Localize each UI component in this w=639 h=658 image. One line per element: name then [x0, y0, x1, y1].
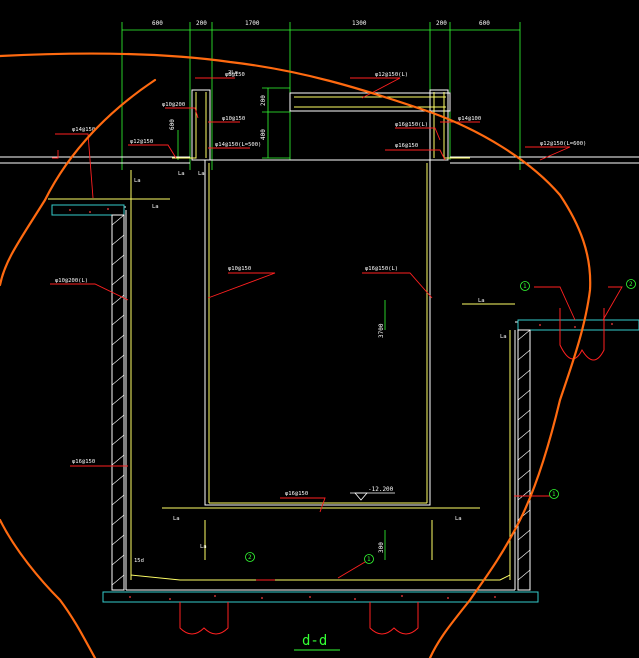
- rebar-label: φ10@150: [228, 266, 251, 272]
- dimension-label: 3700: [378, 323, 385, 338]
- anchor-label: La: [200, 544, 207, 550]
- rebar-label: φ14@150: [72, 127, 95, 133]
- circle-markers: [245, 279, 636, 564]
- rebar-label: φ8@150: [225, 72, 245, 78]
- dimension-label: 200: [196, 20, 207, 27]
- anchor-label: La: [173, 516, 180, 522]
- anchor-label: La: [134, 178, 141, 184]
- elevation-label: -12.200: [368, 486, 394, 493]
- concrete-elements: [51, 204, 639, 603]
- leader-lines: [50, 77, 623, 581]
- rebar-label: φ12@150: [130, 139, 153, 145]
- section-title: d-d: [294, 633, 340, 651]
- circle-marker-label: 1: [367, 556, 371, 563]
- dimension-label: 600: [152, 20, 163, 27]
- anchor-label: 15d: [134, 558, 144, 564]
- anchor-labels: La La La La La La La La La 15d 2La: [134, 70, 507, 564]
- rebar-labels: φ14@150 φ12@150 φ8@150 φ10@200 φ10@150 φ…: [55, 72, 586, 497]
- circle-marker-label: 2: [629, 281, 633, 288]
- rebar-label: φ16@150: [395, 143, 418, 149]
- rebar-label: φ14@100: [458, 116, 481, 122]
- anchor-label: La: [152, 204, 159, 210]
- circle-marker-label: 2: [248, 554, 252, 561]
- dimension-label: 1700: [245, 20, 260, 27]
- anchor-label: 2La: [228, 70, 238, 76]
- dimension-label: 600: [169, 119, 176, 130]
- dimension-label: 600: [479, 20, 490, 27]
- circle-marker-label: 1: [523, 283, 527, 290]
- anchor-label: La: [198, 171, 205, 177]
- dimension-label: 1300: [352, 20, 367, 27]
- rebar-label: φ10@150: [222, 116, 245, 122]
- structure-outline: [0, 89, 639, 591]
- top-dimension-values: 600 200 1700 1300 200 600 200 400 600 37…: [152, 20, 490, 553]
- elevation-marker: -12.200: [350, 486, 395, 501]
- piles: [179, 308, 605, 635]
- dimension-label: 200: [436, 20, 447, 27]
- circle-marker-label: 1: [552, 491, 556, 498]
- rebar-label: φ16@150: [285, 491, 308, 497]
- anchor-label: La: [455, 516, 462, 522]
- dimension-label: 400: [260, 129, 267, 140]
- rebar-label: φ12@150(L=600): [540, 141, 586, 147]
- anchor-label: La: [500, 334, 507, 340]
- rebar-label: φ14@150(L=500): [215, 142, 261, 148]
- rebar-label: φ10@200: [162, 102, 185, 108]
- rebar-label: φ16@150(L): [365, 266, 398, 272]
- reinforcement-bars: [48, 92, 515, 581]
- section-title-text: d-d: [302, 633, 327, 649]
- rebar-label: φ12@150(L): [375, 72, 408, 78]
- rebar-label: φ16@150: [72, 459, 95, 465]
- anchor-label: La: [478, 298, 485, 304]
- rebar-label: φ10@200(L): [55, 278, 88, 284]
- circle-marker-numbers: 1 2 2 1 1: [248, 281, 633, 563]
- dimension-label: 200: [260, 95, 267, 106]
- rebar-label: φ16@150(L): [395, 122, 428, 128]
- dimension-label: 300: [378, 542, 385, 553]
- anchor-label: La: [178, 171, 185, 177]
- markup-freehand-outline: [0, 52, 592, 658]
